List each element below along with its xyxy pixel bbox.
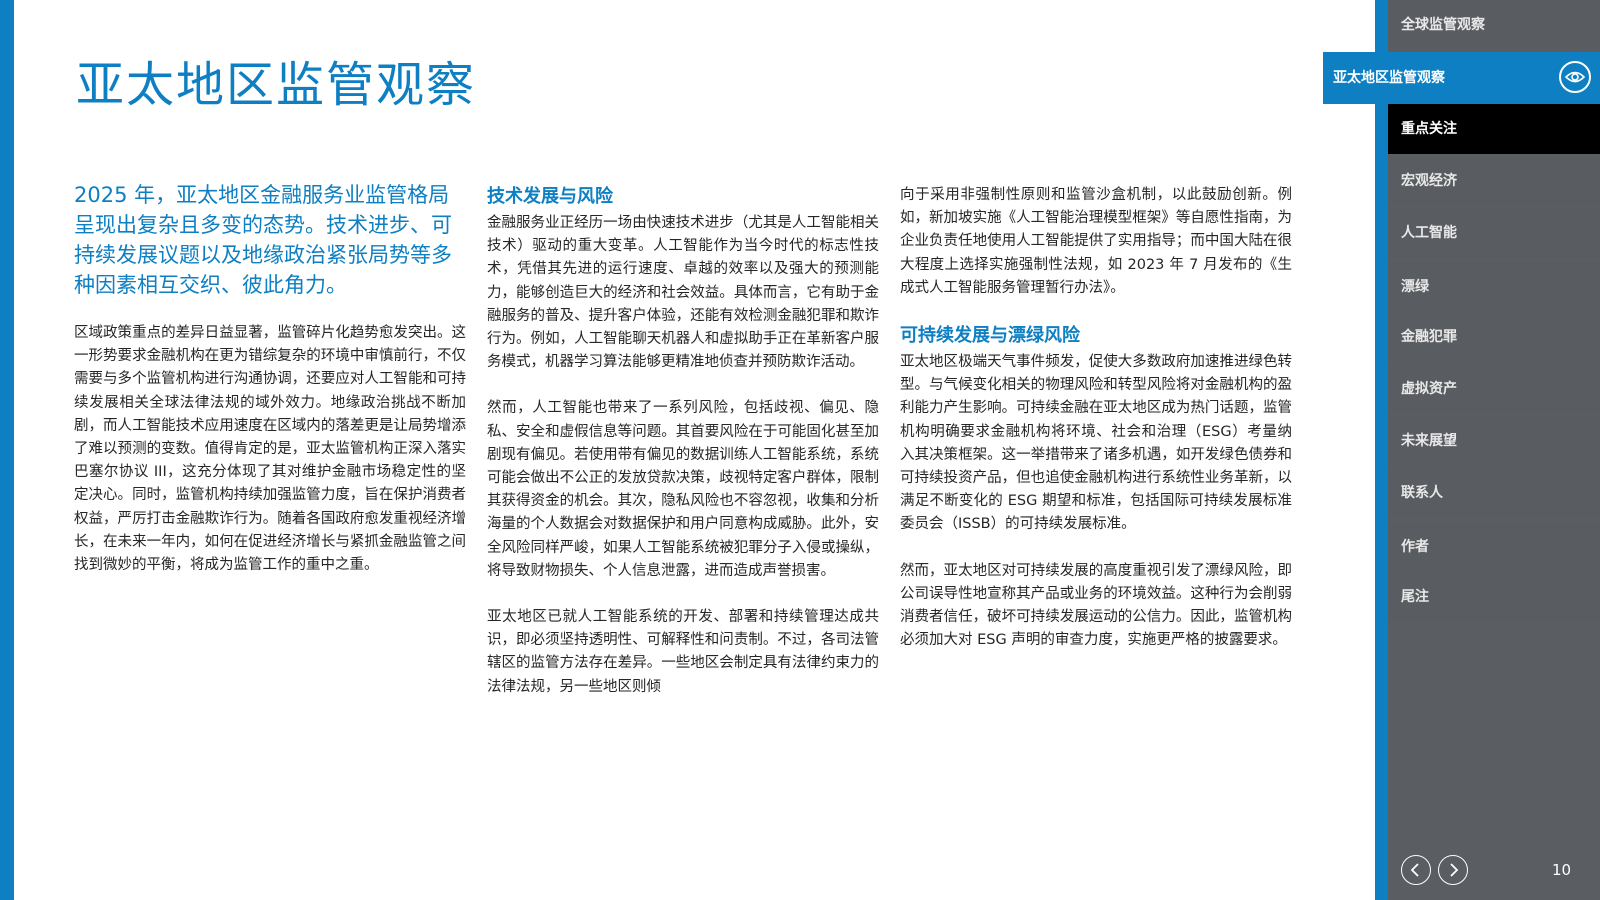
column-3: 向于采用非强制性原则和监管沙盒机制，以此鼓励创新。例如，新加坡实施《人工智能治理…: [900, 184, 1292, 675]
chevron-right-icon: [1450, 863, 1459, 877]
nav-item-contacts[interactable]: 联系人: [1388, 468, 1600, 518]
page-number: 10: [1552, 861, 1572, 879]
nav-item-outlook[interactable]: 未来展望: [1388, 416, 1600, 466]
nav-item-crypto[interactable]: 虚拟资产: [1388, 364, 1600, 414]
body-paragraph: 亚太地区已就人工智能系统的开发、部署和持续管理达成共识，即必须坚持透明性、可解释…: [487, 609, 879, 695]
body-paragraph: 亚太地区极端天气事件频发，促使大多数政府加速推进绿色转型。与气候变化相关的物理风…: [900, 354, 1292, 533]
body-paragraph: 向于采用非强制性原则和监管沙盒机制，以此鼓励创新。例如，新加坡实施《人工智能治理…: [900, 187, 1292, 296]
lead-paragraph: 2025 年，亚太地区金融服务业监管格局呈现出复杂且多变的态势。技术进步、可持续…: [74, 183, 452, 297]
section-heading-tech: 技术发展与风险: [487, 186, 613, 207]
eye-icon[interactable]: [1559, 61, 1591, 93]
left-accent-strip: [0, 0, 14, 900]
body-paragraph: 然而，人工智能也带来了一系列风险，包括歧视、偏见、隐私、安全和虚假信息等问题。其…: [487, 400, 879, 579]
nav-item-crime[interactable]: 金融犯罪: [1388, 312, 1600, 362]
column-1: 2025 年，亚太地区金融服务业监管格局呈现出复杂且多变的态势。技术进步、可持续…: [74, 180, 466, 600]
next-page-button[interactable]: [1438, 855, 1468, 885]
nav-item-ai[interactable]: 人工智能: [1388, 208, 1600, 258]
nav-item-apac-label: 亚太地区监管观察: [1333, 70, 1445, 86]
column-2: 技术发展与风险 金融服务业正经历一场由快速技术进步（尤其是人工智能相关技术）驱动…: [487, 184, 879, 722]
nav-item-endnotes[interactable]: 尾注: [1388, 572, 1600, 622]
nav-item-greenwash[interactable]: 漂绿: [1388, 262, 1600, 312]
nav-item-macro[interactable]: 宏观经济: [1388, 156, 1600, 206]
main-content: 亚太地区监管观察 2025 年，亚太地区金融服务业监管格局呈现出复杂且多变的态势…: [14, 0, 1375, 900]
prev-page-button[interactable]: [1401, 855, 1431, 885]
body-paragraph: 然而，亚太地区对可持续发展的高度重视引发了漂绿风险，即公司误导性地宣称其产品或业…: [900, 562, 1292, 649]
nav-item-authors[interactable]: 作者: [1388, 522, 1600, 572]
page-title: 亚太地区监管观察: [76, 57, 477, 113]
nav-item-global[interactable]: 全球监管观察: [1388, 0, 1600, 50]
chevron-left-icon: [1410, 863, 1419, 877]
sidebar-accent-strip: [1375, 0, 1388, 900]
nav-item-apac-active[interactable]: 亚太地区监管观察: [1323, 52, 1600, 104]
section-heading-sustainability: 可持续发展与漂绿风险: [900, 325, 1080, 347]
body-paragraph: 金融服务业正经历一场由快速技术进步（尤其是人工智能相关技术）驱动的重大变革。人工…: [487, 215, 879, 371]
nav-item-focus[interactable]: 重点关注: [1388, 104, 1600, 154]
body-paragraph: 区域政策重点的差异日益显著，监管碎片化趋势愈发突出。这一形势要求金融机构在更为错…: [74, 325, 466, 574]
